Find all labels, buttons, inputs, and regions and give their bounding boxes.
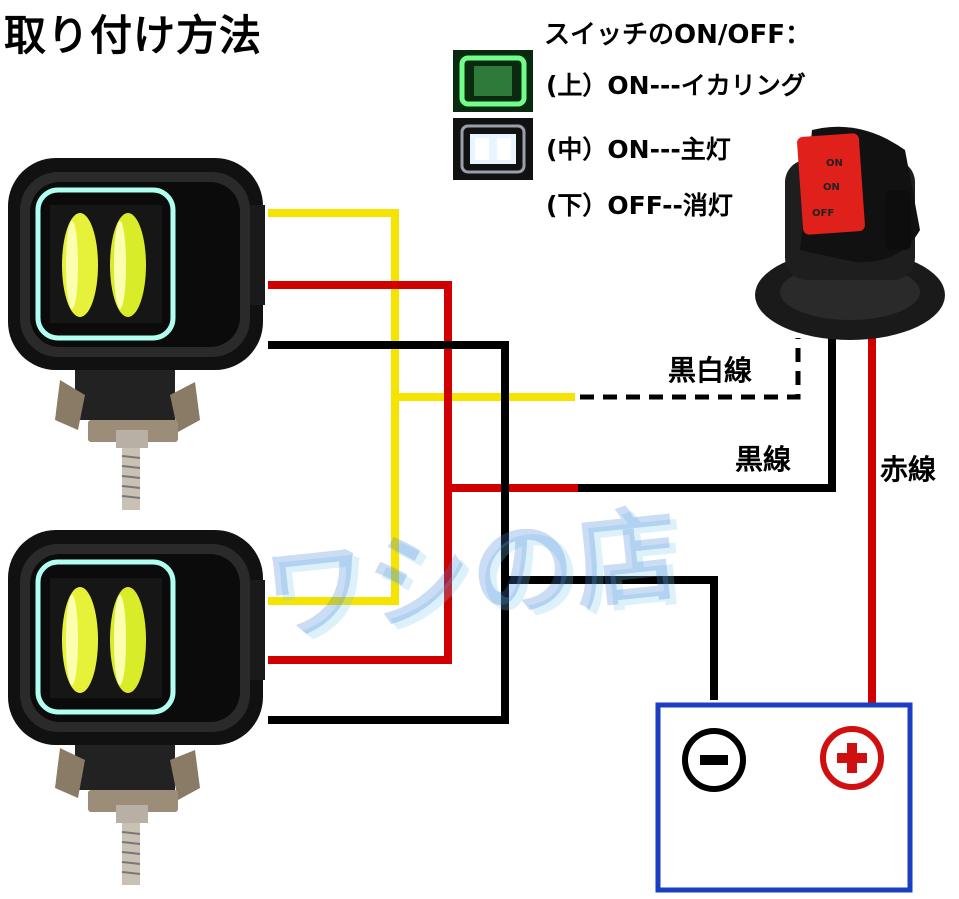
handlebar-switch: ON ON OFF — [755, 126, 945, 340]
red-wire-lamp1 — [268, 281, 578, 492]
wires — [268, 209, 876, 724]
label-black-wire: 黒線 — [735, 438, 792, 478]
switch-label-on-middle: ON — [823, 182, 840, 193]
yellow-wire-lamp1 — [268, 209, 575, 401]
switch-heading: スイッチのON/OFF： — [544, 20, 811, 50]
mode-upper: (上）ON---イカリング — [546, 71, 806, 100]
page-title: 取り付け方法 — [4, 11, 263, 60]
label-red-wire: 赤線 — [880, 448, 937, 488]
black-wire-switch — [578, 338, 836, 492]
halo-mode-icon — [453, 50, 533, 112]
red-wire-lamp2 — [268, 488, 452, 664]
work-light-top — [8, 158, 265, 510]
black-white-wire — [580, 338, 801, 400]
mode-middle: (中）ON---主灯 — [546, 135, 731, 164]
switch-label-off: OFF — [812, 208, 834, 219]
mode-lower: (下）OFF--消灯 — [546, 191, 733, 220]
work-light-bottom — [8, 530, 265, 885]
battery — [655, 702, 913, 893]
black-wire-lamp2 — [268, 580, 509, 724]
label-black-white-wire: 黒白線 — [668, 349, 753, 389]
black-wire-battery — [505, 576, 718, 700]
main-light-mode-icon — [453, 118, 533, 180]
switch-label-on-top: ON — [826, 158, 843, 169]
black-wire-lamp1 — [268, 341, 509, 580]
yellow-wire-lamp2 — [268, 397, 399, 605]
